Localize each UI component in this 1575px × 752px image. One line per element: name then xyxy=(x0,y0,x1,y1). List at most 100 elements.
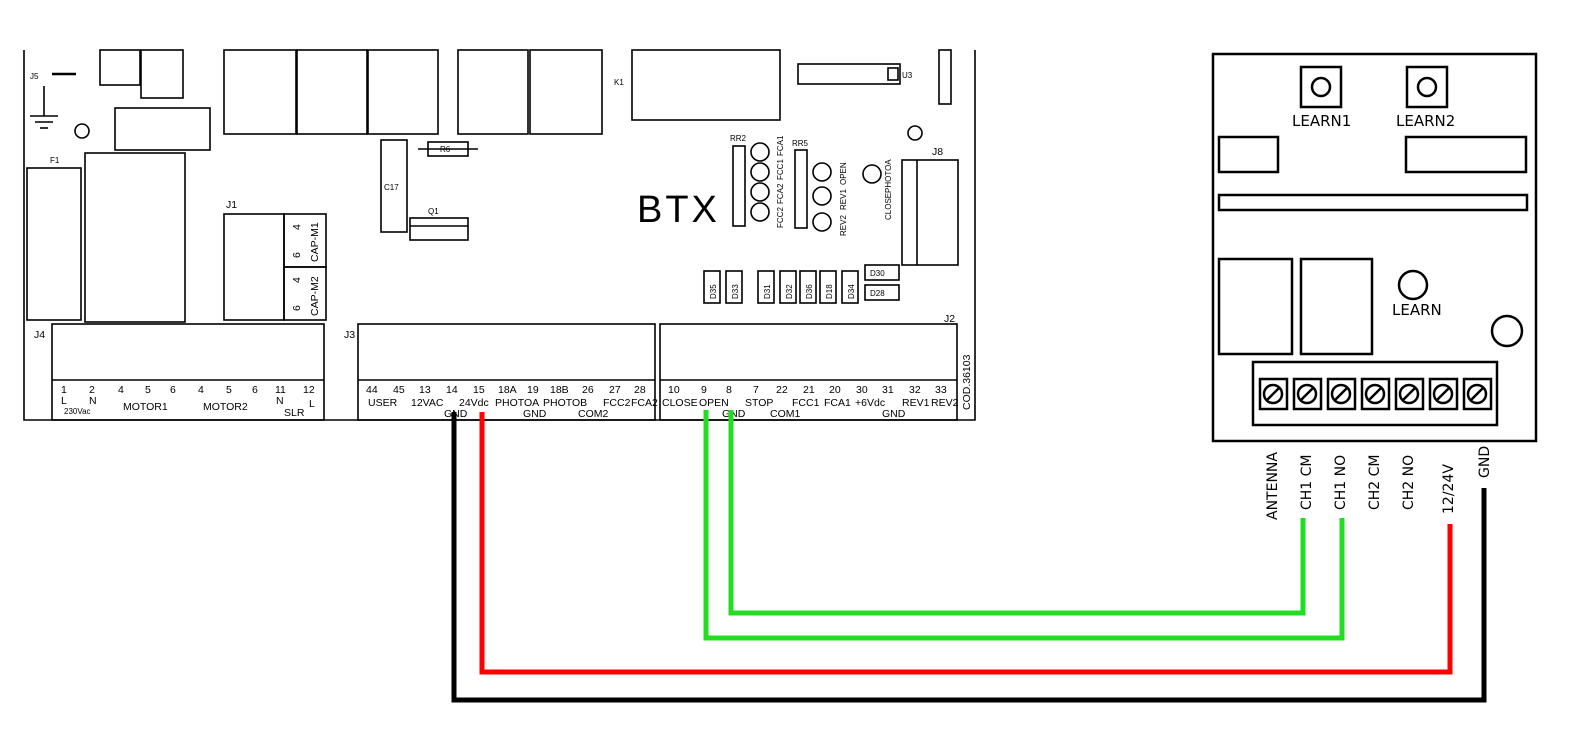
ref-rr2: RR2 xyxy=(730,134,747,143)
svg-text:4: 4 xyxy=(291,224,303,230)
svg-text:12: 12 xyxy=(303,384,315,396)
svg-text:18A: 18A xyxy=(498,384,517,396)
screw-icon xyxy=(1262,383,1284,405)
mount-hole xyxy=(907,125,923,141)
svg-text:FCC1: FCC1 xyxy=(776,159,785,180)
relay-block xyxy=(457,49,529,135)
label-230vac: 230Vac xyxy=(64,407,91,416)
component-block xyxy=(114,107,211,151)
svg-text:PHOTOA: PHOTOA xyxy=(495,397,539,409)
svg-text:USER: USER xyxy=(368,397,398,409)
ground-symbol-icon xyxy=(30,72,76,129)
resistor-array-rr5 xyxy=(794,149,808,229)
ref-u3: U3 xyxy=(902,71,913,80)
svg-text:D36: D36 xyxy=(805,284,814,299)
terminal-screws xyxy=(1258,377,1493,411)
svg-text:REV2: REV2 xyxy=(839,215,848,236)
svg-text:OPEN: OPEN xyxy=(839,162,848,185)
transistor-q1 xyxy=(409,217,469,241)
svg-text:1: 1 xyxy=(61,384,67,396)
svg-text:FCC2: FCC2 xyxy=(776,207,785,228)
relay-block xyxy=(1299,257,1374,356)
j4-numbers: 1 2 4 5 6 4 5 6 11 12 xyxy=(61,384,315,396)
ref-q1: Q1 xyxy=(428,207,439,216)
svg-text:9: 9 xyxy=(701,384,707,396)
connector-j1 xyxy=(223,213,285,321)
board-code: COD.36103 xyxy=(961,354,973,410)
component-block xyxy=(99,49,141,86)
svg-text:N: N xyxy=(89,395,97,407)
board-name: BTX xyxy=(637,189,720,231)
terminal-block-j3 xyxy=(357,323,656,421)
svg-text:REV1: REV1 xyxy=(902,397,930,409)
wires xyxy=(451,410,1487,703)
label-motor2: MOTOR2 xyxy=(203,401,248,413)
wire-open-green xyxy=(703,410,1345,641)
svg-text:CLOSE: CLOSE xyxy=(662,397,698,409)
screw-icon xyxy=(1364,383,1386,405)
label-cap-m1: CAP-M1 xyxy=(309,222,321,262)
connector-j8 xyxy=(901,159,959,266)
learn2-button[interactable] xyxy=(1405,65,1449,109)
terminal-ch1-no: CH1 NO xyxy=(1333,455,1349,510)
svg-text:5: 5 xyxy=(226,384,232,396)
component-block xyxy=(140,49,184,99)
learn1-button[interactable] xyxy=(1299,65,1343,109)
ref-j5: J5 xyxy=(30,72,39,81)
component-block xyxy=(1217,135,1280,174)
j2-numbers: 10 9 8 7 22 21 20 30 31 32 33 xyxy=(668,384,947,396)
svg-text:22: 22 xyxy=(776,384,788,396)
control-board: J5 K1 U3 R6 C17 Q1 F1 xyxy=(23,49,976,421)
label-motor1: MOTOR1 xyxy=(123,401,168,413)
wire-gnd-black xyxy=(451,412,1487,703)
svg-text:6: 6 xyxy=(291,305,303,311)
svg-text:18B: 18B xyxy=(550,384,569,396)
terminal-12-24v: 12/24V xyxy=(1441,464,1457,514)
svg-text:D34: D34 xyxy=(847,284,856,299)
svg-text:D35: D35 xyxy=(709,284,718,299)
svg-text:20: 20 xyxy=(829,384,841,396)
svg-text:+6Vdc: +6Vdc xyxy=(855,397,885,409)
ref-f1: F1 xyxy=(50,156,60,165)
terminal-ch1-cm: CH1 CM xyxy=(1299,454,1315,510)
svg-text:44: 44 xyxy=(366,384,378,396)
svg-text:2: 2 xyxy=(89,384,95,396)
label-learn: LEARN xyxy=(1392,301,1442,319)
svg-text:6: 6 xyxy=(252,384,258,396)
svg-text:FCA1: FCA1 xyxy=(824,397,851,409)
svg-text:31: 31 xyxy=(882,384,894,396)
ref-j1: J1 xyxy=(226,199,237,211)
ic-u3 xyxy=(797,63,901,85)
relay-block xyxy=(296,49,368,135)
svg-text:REV2: REV2 xyxy=(931,397,959,409)
component-strip xyxy=(1217,193,1529,212)
svg-text:L: L xyxy=(61,395,67,407)
mount-hole xyxy=(1490,314,1524,348)
j3-numbers: 44 45 13 14 15 18A 19 18B 26 27 28 xyxy=(366,384,646,396)
svg-text:30: 30 xyxy=(856,384,868,396)
svg-text:D33: D33 xyxy=(731,284,740,299)
svg-text:D32: D32 xyxy=(785,284,794,299)
terminal-ch2-cm: CH2 CM xyxy=(1367,454,1383,510)
screw-icon xyxy=(1330,383,1352,405)
svg-text:REV1: REV1 xyxy=(839,189,848,210)
svg-text:26: 26 xyxy=(582,384,594,396)
svg-text:6: 6 xyxy=(170,384,176,396)
component-block xyxy=(1404,135,1528,174)
svg-text:4: 4 xyxy=(118,384,124,396)
terminal-gnd: GND xyxy=(1477,446,1493,478)
diode-d30 xyxy=(864,264,900,281)
receiver-outline xyxy=(1211,52,1538,443)
svg-text:FCA2: FCA2 xyxy=(776,183,785,204)
button-icon xyxy=(1416,76,1438,98)
learn-button[interactable] xyxy=(1397,269,1429,301)
component-block xyxy=(938,49,952,105)
screw-icon xyxy=(1466,383,1488,405)
svg-text:N: N xyxy=(276,395,284,407)
terminal-block-j2 xyxy=(659,323,958,421)
terminal-antenna: ANTENNA xyxy=(1265,452,1281,520)
svg-text:OPEN: OPEN xyxy=(699,397,729,409)
capacitor-c17 xyxy=(380,139,408,233)
terminal-ch2-no: CH2 NO xyxy=(1401,455,1417,510)
svg-text:45: 45 xyxy=(393,384,405,396)
